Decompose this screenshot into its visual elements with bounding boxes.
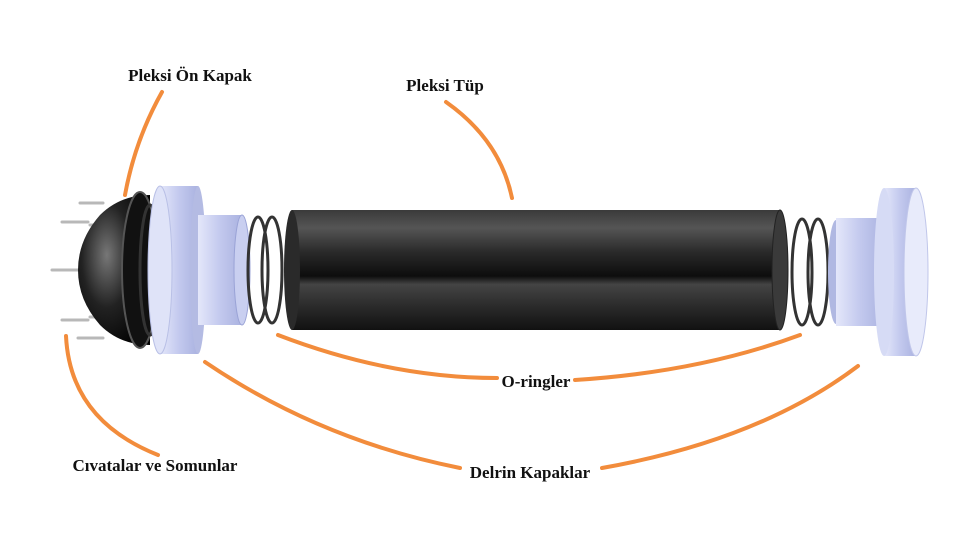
plexi-tube	[284, 209, 789, 331]
leader-lines	[64, 90, 860, 470]
label-o-rings: O-ringler	[502, 372, 571, 391]
left-o-rings	[246, 215, 284, 325]
right-delrin-cap	[828, 187, 929, 357]
label-delrin-caps: Delrin Kapaklar	[470, 463, 591, 482]
label-front-cover: Pleksi Ön Kapak	[128, 66, 252, 85]
left-delrin-cap	[147, 185, 251, 355]
label-tube: Pleksi Tüp	[406, 76, 484, 95]
label-bolts: Cıvatalar ve Somunlar	[73, 456, 238, 475]
right-o-rings	[790, 217, 830, 327]
